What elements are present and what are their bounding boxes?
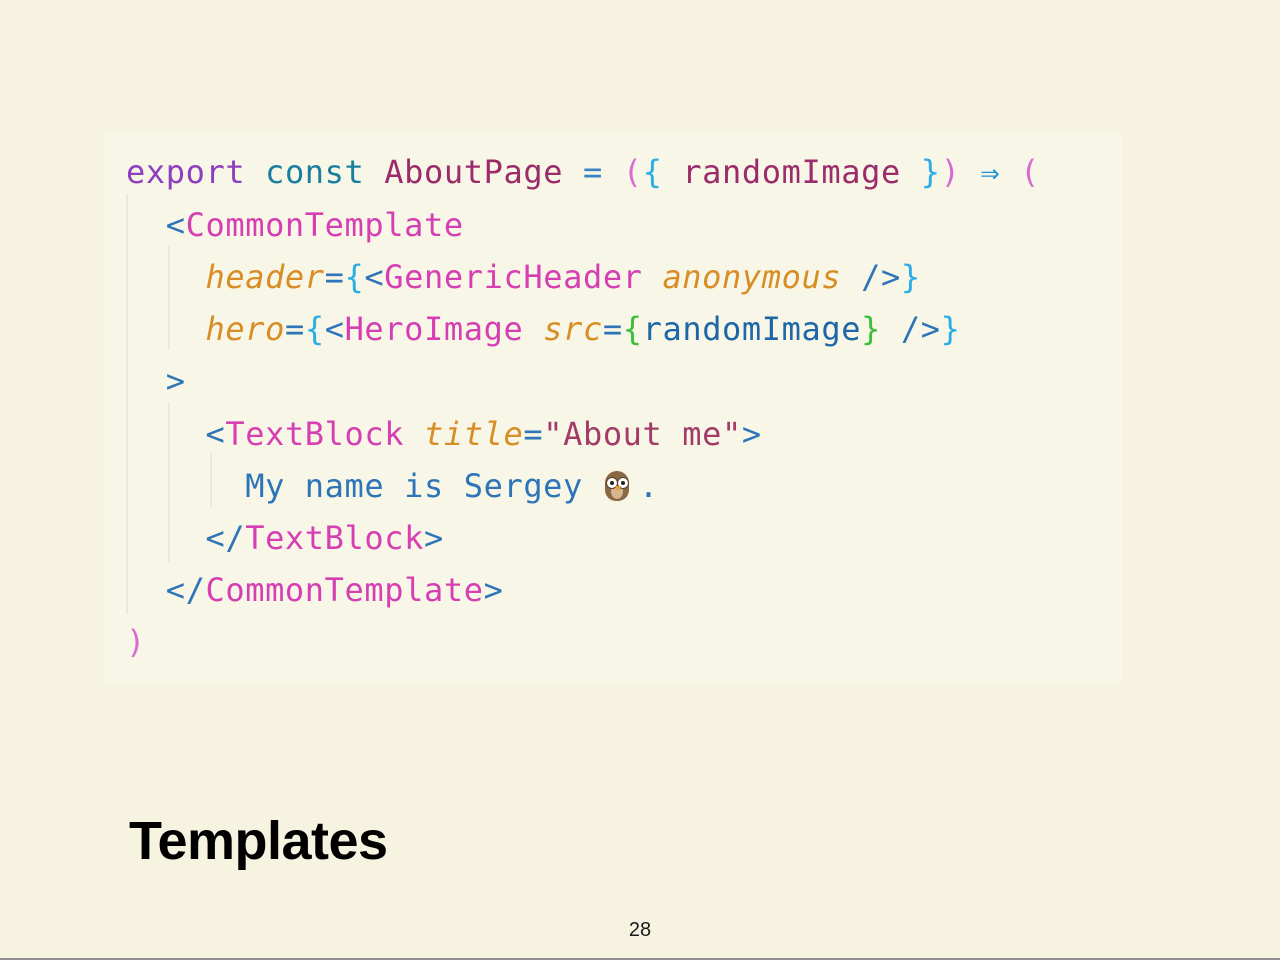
code-token: >: [483, 571, 504, 609]
code-token: =: [602, 310, 623, 348]
code-token: >: [741, 415, 762, 453]
code-token: [643, 251, 663, 303]
code-token: =: [523, 415, 544, 453]
code-token: const: [265, 153, 365, 191]
code-block: export const AboutPage = ({ randomImage …: [104, 132, 1122, 684]
code-line: hero={<HeroImage src={randomImage} />}: [126, 303, 960, 355]
code-token: AboutPage: [384, 153, 564, 191]
code-token: {: [642, 153, 663, 191]
code-token: ): [126, 623, 146, 661]
code-line: ): [126, 616, 146, 668]
code-token: >: [424, 519, 444, 557]
code-token: <: [324, 310, 345, 348]
code-token: [364, 146, 384, 198]
code-token: ): [940, 153, 961, 191]
code-token: .: [638, 467, 659, 505]
code-token: }: [940, 310, 961, 348]
code-token: (: [622, 153, 643, 191]
code-token: export: [126, 153, 246, 191]
code-token: CommonTemplate: [205, 571, 484, 609]
code-token: <: [364, 258, 385, 296]
code-line: export const AboutPage = ({ randomImage …: [126, 146, 1040, 198]
code-token: [881, 303, 901, 355]
code-token: [126, 564, 166, 616]
code-token: [523, 303, 543, 355]
code-token: "About me": [543, 415, 742, 453]
code-token: [126, 355, 166, 407]
code-token: {: [344, 258, 365, 296]
code-token: }: [920, 153, 941, 191]
code-token: [126, 251, 205, 303]
code-token: My name is Sergey: [245, 467, 583, 505]
code-token: header: [205, 258, 325, 296]
code-token: </: [165, 571, 206, 609]
code-token: [841, 251, 861, 303]
code-line: </TextBlock>: [126, 512, 444, 564]
indent-guide: [168, 246, 170, 350]
code-token: }: [861, 310, 881, 348]
indent-guide: [210, 454, 212, 506]
code-token: <: [205, 415, 226, 453]
code-token: TextBlock: [245, 519, 424, 557]
code-token: [126, 408, 205, 460]
code-token: [662, 146, 682, 198]
page-number: 28: [628, 919, 652, 941]
code-token: hero: [205, 310, 285, 348]
code-line: header={<GenericHeader anonymous />}: [126, 251, 921, 303]
code-token: randomImage: [642, 310, 862, 348]
code-token: >: [165, 362, 186, 400]
owl-icon: [603, 469, 631, 503]
code-token: anonymous: [662, 258, 842, 296]
code-token: [126, 512, 205, 564]
code-token: ⇒: [980, 153, 1001, 191]
code-token: />: [900, 310, 941, 348]
code-token: [126, 199, 166, 251]
code-token: {: [622, 310, 643, 348]
indent-guide: [126, 194, 128, 614]
code-token: [245, 146, 265, 198]
code-line: </CommonTemplate>: [126, 564, 503, 616]
code-token: </: [205, 519, 246, 557]
code-token: (: [1020, 153, 1040, 191]
code-line: My name is Sergey.: [126, 460, 659, 512]
code-token: <: [165, 206, 186, 244]
slide-title: Templates: [129, 811, 388, 871]
code-token: randomImage: [682, 153, 901, 191]
code-token: HeroImage: [344, 310, 524, 348]
code-token: title: [424, 415, 524, 453]
code-token: TextBlock: [225, 415, 405, 453]
code-token: src: [543, 310, 603, 348]
code-token: [126, 303, 205, 355]
code-token: }: [900, 258, 921, 296]
code-token: [901, 146, 921, 198]
slide-bottom-edge: [0, 958, 1280, 960]
code-token: {: [304, 310, 325, 348]
code-token: [960, 146, 980, 198]
code-token: =: [324, 258, 345, 296]
indent-guide: [168, 402, 170, 562]
code-token: [126, 460, 245, 512]
code-line: <CommonTemplate: [126, 199, 464, 251]
code-token: />: [861, 258, 901, 296]
code-line: >: [126, 355, 186, 407]
code-token: GenericHeader: [384, 258, 643, 296]
code-line: <TextBlock title="About me">: [126, 408, 762, 460]
code-token: [1000, 146, 1020, 198]
code-token: =: [563, 153, 623, 191]
code-token: CommonTemplate: [185, 206, 464, 244]
code-token: [404, 408, 424, 460]
code-token: =: [284, 310, 305, 348]
